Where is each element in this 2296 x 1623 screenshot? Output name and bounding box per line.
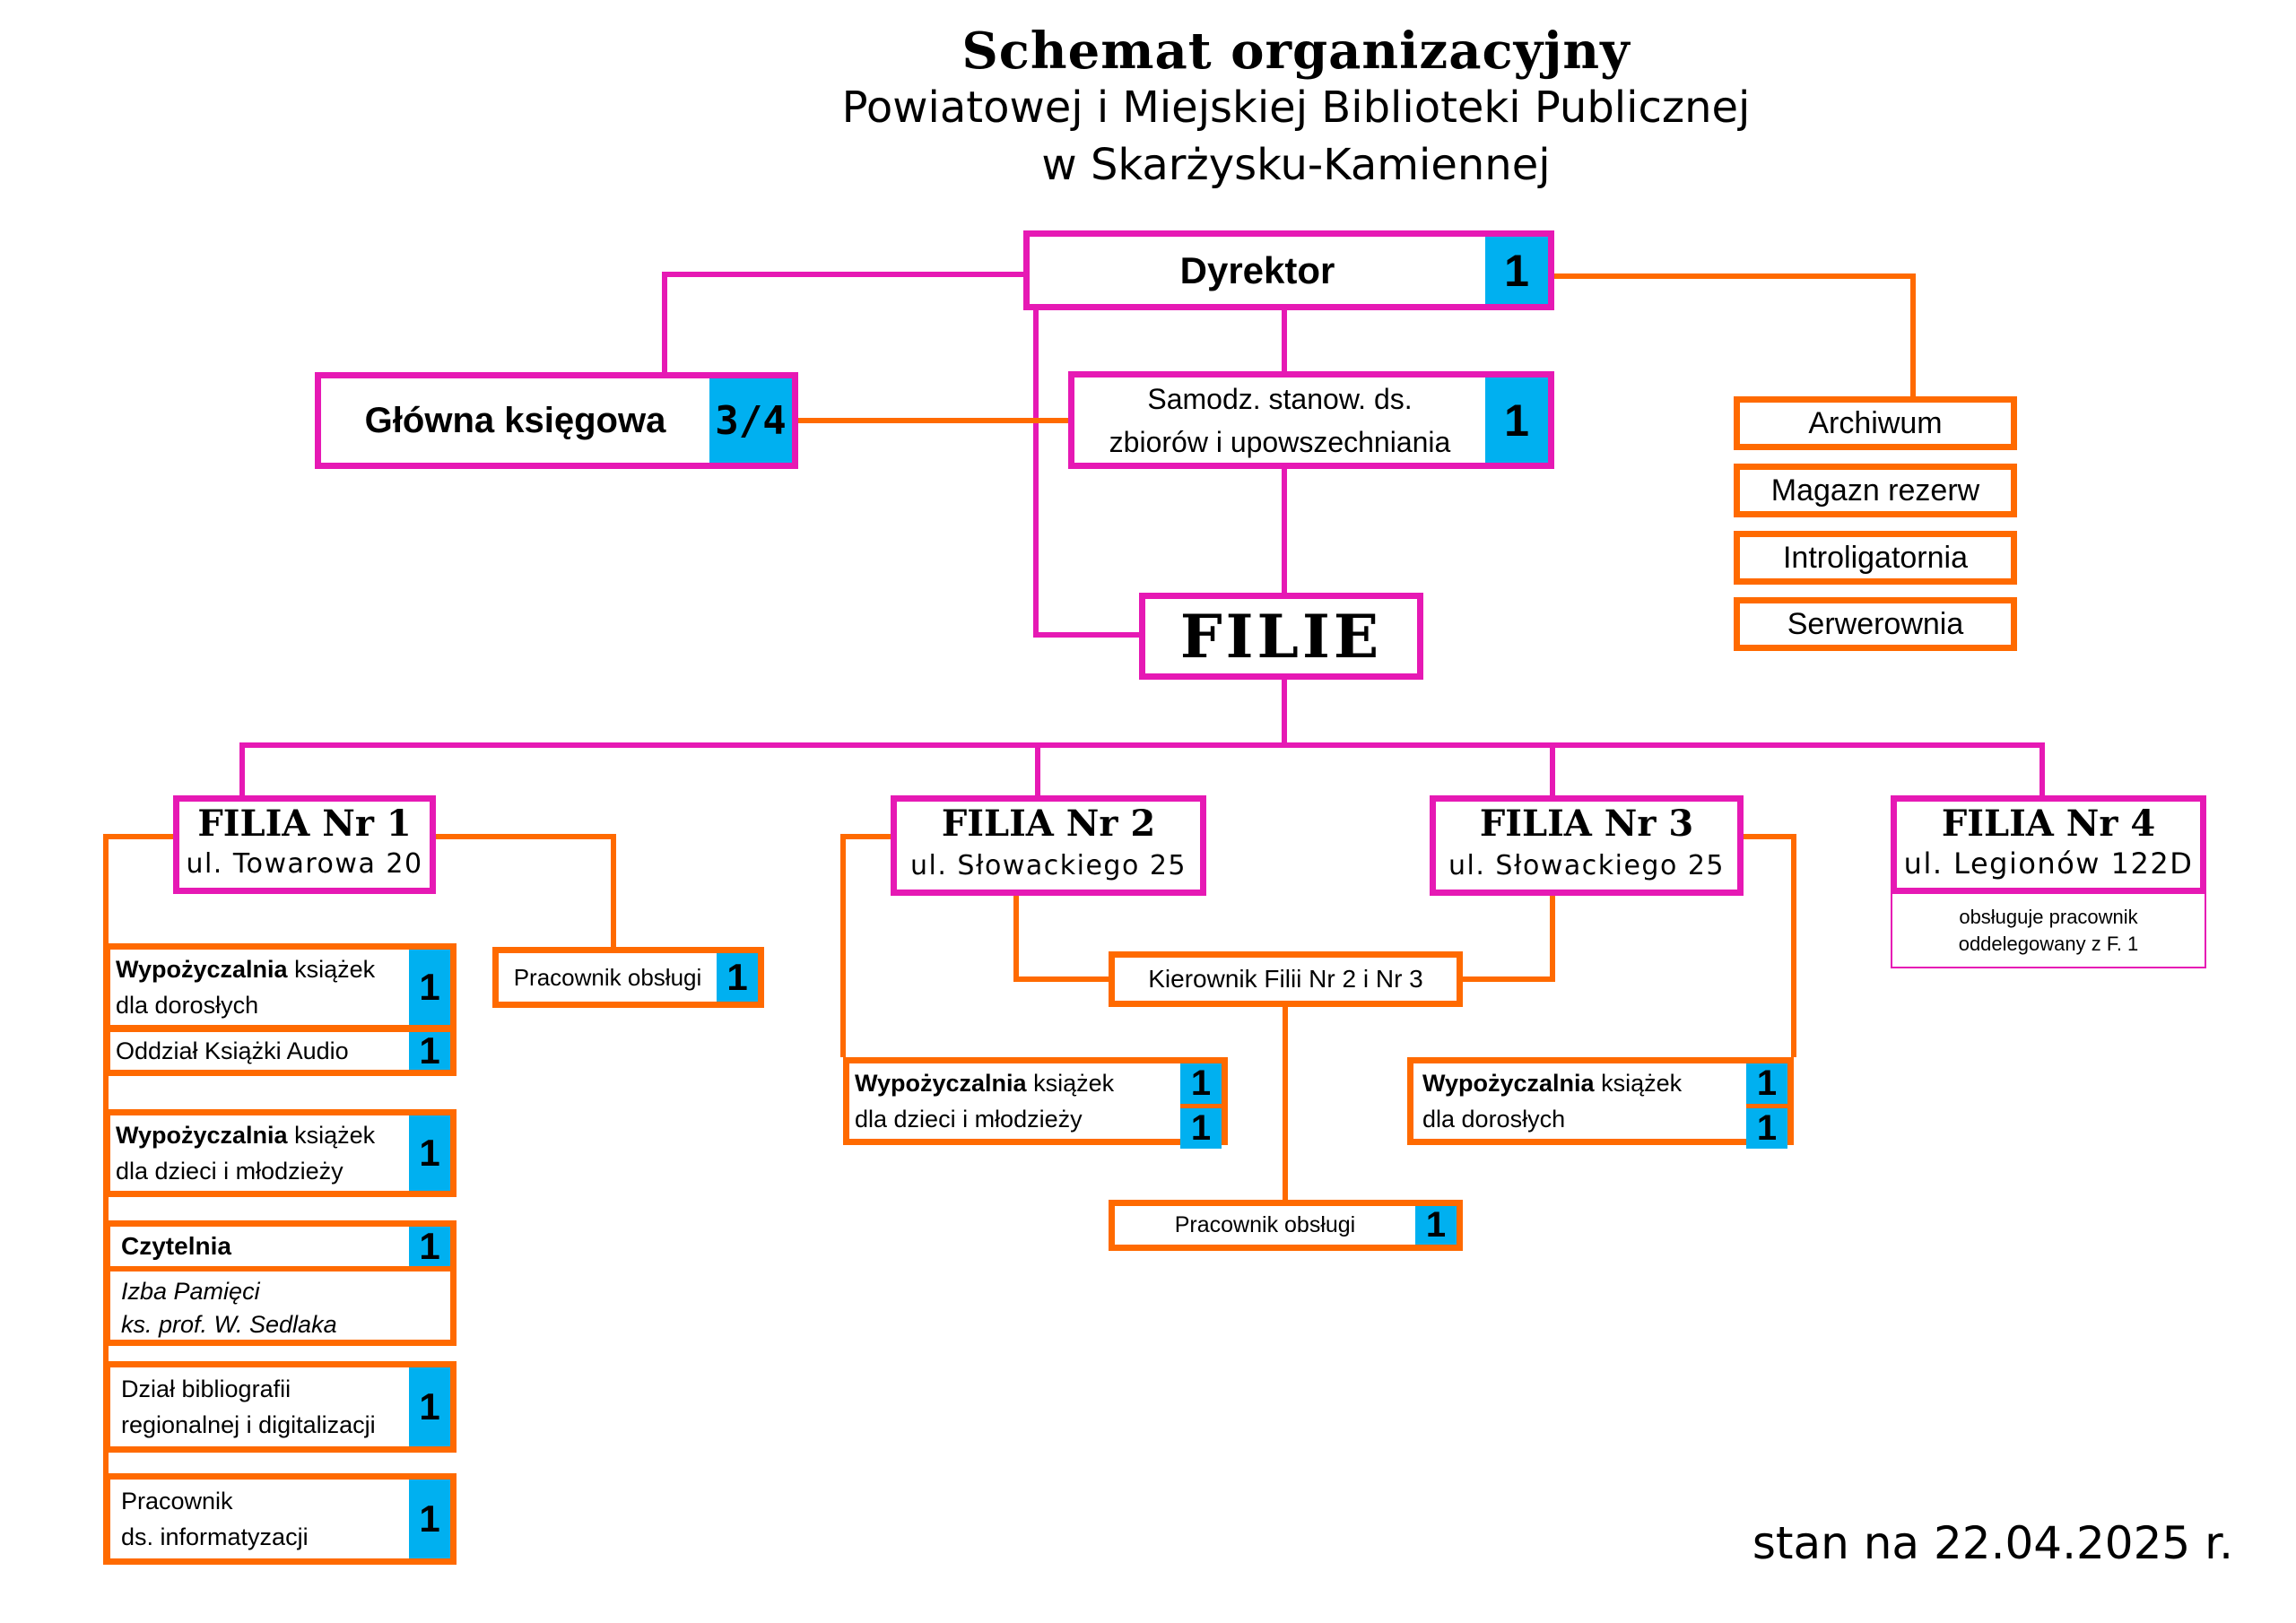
branch-1-service-worker-box[interactable]: Pracownik obsługi 1 bbox=[492, 947, 764, 1008]
branch-3-address: ul. Słowackiego 25 bbox=[1448, 850, 1726, 881]
unit-title: Oddział Książki Audio bbox=[116, 1037, 349, 1064]
branch-4-name: FILIA Nr 4 bbox=[1941, 803, 2156, 845]
unit-title-rest: książek bbox=[287, 956, 376, 983]
unit-title-bold: Wypożyczalnia bbox=[1422, 1070, 1595, 1097]
independent-post-box[interactable]: Samodz. stanow. ds. zbiorów i upowszechn… bbox=[1068, 371, 1554, 469]
staff-count-badge: 1 bbox=[1746, 1108, 1787, 1149]
staff-count-badge: 1 bbox=[409, 1480, 450, 1558]
independent-post-line2: zbiorów i upowszechniania bbox=[1109, 425, 1451, 458]
staff-count-badge: 1 bbox=[1746, 1063, 1787, 1108]
bindery-label: Introligatornia bbox=[1782, 540, 1968, 575]
staff-count-badge: 1 bbox=[1180, 1063, 1222, 1108]
unit-title-line2: ds. informatyzacji bbox=[121, 1523, 309, 1550]
unit-title-bold: Wypożyczalnia bbox=[116, 956, 288, 983]
reserve-storage-label: Magazn rezerw bbox=[1770, 473, 1980, 508]
server-room-label: Serwerownia bbox=[1787, 606, 1964, 641]
unit-title-rest: książek bbox=[1594, 1070, 1683, 1097]
branch-1-name: FILIA Nr 1 bbox=[197, 803, 412, 845]
memorial-room-line1: Izba Pamięci bbox=[121, 1278, 260, 1305]
staff-count-badge: 1 bbox=[409, 1029, 450, 1072]
server-room-box[interactable]: Serwerownia bbox=[1734, 597, 2017, 651]
archive-label: Archiwum bbox=[1808, 405, 1943, 440]
staff-count-badge: 1 bbox=[409, 1225, 450, 1267]
branch-1-unit-audiobooks[interactable]: Oddział Książki Audio 1 bbox=[104, 1026, 457, 1076]
memorial-room-line2: ks. prof. W. Sedlaka bbox=[121, 1311, 337, 1338]
unit-title: Dział bibliografii bbox=[121, 1376, 291, 1402]
memorial-room-note: Izba Pamięci ks. prof. W. Sedlaka bbox=[110, 1271, 450, 1345]
branch-2-name: FILIA Nr 2 bbox=[941, 803, 1156, 845]
unit-title-rest: książek bbox=[1026, 1070, 1115, 1097]
service-worker-label: Pracownik obsługi bbox=[1174, 1212, 1356, 1237]
branch-1-unit-adult-lending[interactable]: Wypożyczalnia książek dla dorosłych 1 bbox=[104, 943, 457, 1031]
unit-title: Pracownik bbox=[121, 1488, 233, 1515]
unit-title-line2: dla dorosłych bbox=[116, 992, 259, 1019]
branch-1-unit-it-worker[interactable]: Pracownik ds. informatyzacji 1 bbox=[104, 1473, 457, 1565]
staff-count-badge: 3/4 bbox=[709, 378, 792, 463]
line-director-accountant bbox=[662, 272, 1023, 372]
branch-4-address: ul. Legionów 122D bbox=[1903, 846, 2194, 881]
staff-count-badge: 1 bbox=[1485, 378, 1548, 463]
branch-4-box[interactable]: FILIA Nr 4 ul. Legionów 122D bbox=[1891, 795, 2206, 894]
reserve-storage-box[interactable]: Magazn rezerw bbox=[1734, 464, 2017, 517]
service-worker-label: Pracownik obsługi bbox=[513, 963, 702, 991]
bindery-box[interactable]: Introligatornia bbox=[1734, 531, 2017, 585]
unit-title-line2: regionalnej i digitalizacji bbox=[121, 1411, 376, 1438]
branches-root-box[interactable]: FILIE bbox=[1139, 593, 1423, 680]
line-director-archive bbox=[1554, 273, 1916, 396]
director-box[interactable]: Dyrektor 1 bbox=[1023, 230, 1554, 310]
line-filia3-manager bbox=[1463, 896, 1555, 982]
unit-title-line2: dla dorosłych bbox=[1422, 1106, 1566, 1133]
chart-title: Schemat organizacyjny bbox=[961, 22, 1631, 81]
staff-count-badge: 1 bbox=[409, 1115, 450, 1191]
branch-2-box[interactable]: FILIA Nr 2 ul. Słowackiego 25 bbox=[891, 795, 1206, 896]
branch-4-note-line1: obsługuje pracownik bbox=[1959, 905, 2138, 928]
branch-4-staffing-note: obsługuje pracownik oddelegowany z F. 1 bbox=[1891, 892, 2206, 968]
director-label: Dyrektor bbox=[1179, 248, 1335, 291]
line-filia2-spine bbox=[840, 834, 891, 1057]
staff-count-badge: 1 bbox=[409, 1367, 450, 1446]
branch-3-box[interactable]: FILIA Nr 3 ul. Słowackiego 25 bbox=[1430, 795, 1744, 896]
unit-title-line2: dla dzieci i młodzieży bbox=[116, 1158, 344, 1185]
unit-title-rest: książek bbox=[287, 1122, 376, 1149]
chart-subtitle-line2: w Skarżysku-Kamiennej bbox=[1041, 140, 1551, 190]
archive-box[interactable]: Archiwum bbox=[1734, 396, 2017, 450]
branches-root-label: FILIE bbox=[1179, 601, 1383, 672]
line-filia2-manager bbox=[1013, 896, 1109, 982]
staff-count-badge: 1 bbox=[1415, 1205, 1457, 1245]
staff-count-badge: 1 bbox=[409, 950, 450, 1025]
line-filia3-spine bbox=[1744, 834, 1796, 1057]
staff-count-badge: 1 bbox=[1485, 237, 1548, 304]
unit-title-bold: Czytelnia bbox=[121, 1232, 231, 1260]
branch-2-unit-children-lending[interactable]: Wypożyczalnia książek dla dzieci i młodz… bbox=[843, 1057, 1228, 1149]
branch-3-unit-adult-lending[interactable]: Wypożyczalnia książek dla dorosłych 1 1 bbox=[1407, 1057, 1794, 1149]
as-of-date: stan na 22.04.2025 r. bbox=[1752, 1517, 2233, 1569]
branch-2-address: ul. Słowackiego 25 bbox=[909, 850, 1187, 881]
shared-manager-label: Kierownik Filii Nr 2 i Nr 3 bbox=[1148, 965, 1423, 993]
branch-1-unit-bibliography[interactable]: Dział bibliografii regionalnej i digital… bbox=[104, 1361, 457, 1453]
independent-post-line1: Samodz. stanow. ds. bbox=[1147, 382, 1413, 415]
line-director-filie bbox=[1033, 310, 1139, 638]
staff-count-badge: 1 bbox=[717, 953, 758, 1002]
branch-3-name: FILIA Nr 3 bbox=[1479, 803, 1694, 845]
branch-1-address: ul. Towarowa 20 bbox=[186, 848, 423, 880]
unit-title-bold: Wypożyczalnia bbox=[855, 1070, 1027, 1097]
branch-1-unit-reading-room[interactable]: Czytelnia 1 Izba Pamięci ks. prof. W. Se… bbox=[104, 1220, 457, 1346]
shared-manager-box[interactable]: Kierownik Filii Nr 2 i Nr 3 bbox=[1109, 951, 1463, 1007]
chief-accountant-box[interactable]: Główna księgowa 3/4 bbox=[315, 372, 798, 469]
branch-4-note-line2: oddelegowany z F. 1 bbox=[1958, 932, 2139, 955]
unit-title-bold: Wypożyczalnia bbox=[116, 1122, 288, 1149]
branch-1-box[interactable]: FILIA Nr 1 ul. Towarowa 20 bbox=[173, 795, 436, 894]
chart-subtitle-line1: Powiatowej i Miejskiej Biblioteki Public… bbox=[841, 82, 1751, 133]
shared-service-worker-box[interactable]: Pracownik obsługi 1 bbox=[1109, 1200, 1463, 1251]
chief-accountant-label: Główna księgowa bbox=[364, 400, 666, 440]
branch-1-unit-children-lending[interactable]: Wypożyczalnia książek dla dzieci i młodz… bbox=[104, 1109, 457, 1197]
unit-title-line2: dla dzieci i młodzieży bbox=[855, 1106, 1083, 1133]
line-filia1-service bbox=[436, 834, 616, 947]
staff-count-badge: 1 bbox=[1180, 1108, 1222, 1149]
